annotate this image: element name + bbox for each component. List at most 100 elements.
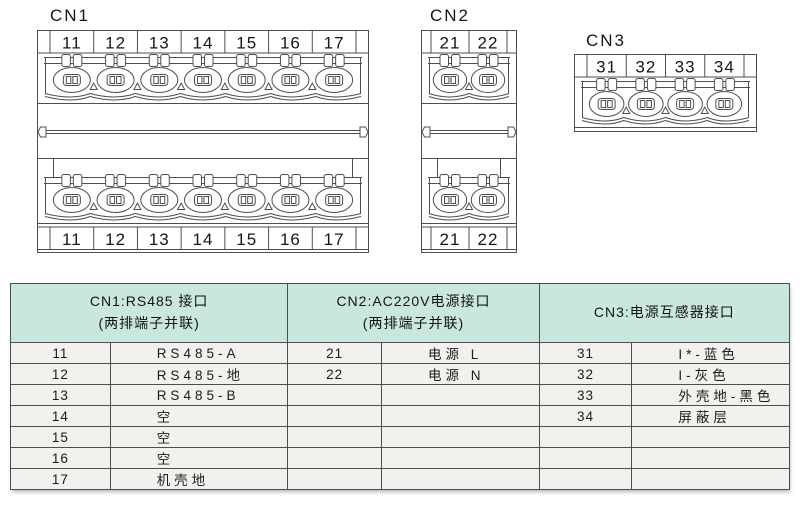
screw-slot-pin <box>685 100 692 108</box>
clamp-tab-icon <box>291 54 301 67</box>
clamp-tab-icon <box>61 54 71 67</box>
clamp-tab-icon <box>477 174 487 187</box>
pin-number-cell <box>539 447 633 468</box>
wavy-edge <box>428 92 510 98</box>
triangle-marker <box>464 201 474 210</box>
screw-slot-pin <box>116 76 122 84</box>
pin-number-cell: 32 <box>539 363 633 384</box>
pin-number-cell: 33 <box>539 384 633 405</box>
terminal-number: 16 <box>280 34 301 53</box>
cn3-title: CN3 <box>586 31 627 50</box>
pin-number-cell <box>288 384 382 405</box>
screw-slot-pin <box>607 100 613 108</box>
clamp-tab-icon <box>596 78 606 91</box>
clamp-tab-icon <box>148 54 159 67</box>
screw-slot-pin <box>65 196 72 204</box>
pin-function-cell: RS485-B <box>110 384 289 405</box>
terminal-number: 22 <box>478 34 499 53</box>
clamp-tab-icon <box>335 174 345 187</box>
screw-slot-pin <box>109 196 116 204</box>
screw-slot-pin <box>153 196 159 204</box>
pin-number-cell <box>288 405 382 426</box>
pin-function-cell: 电源 N <box>381 363 540 384</box>
rail-clip-icon <box>359 126 369 138</box>
screw-slot-pin <box>159 196 166 204</box>
clamp-tab-icon <box>489 54 499 67</box>
pin-function-cell: RS485-A <box>110 342 289 363</box>
clamp-tab-icon <box>204 174 214 187</box>
screw-slot-pin <box>197 196 203 204</box>
pin-function-cell: I-灰色 <box>632 363 790 384</box>
screw-slot-pin <box>328 76 334 84</box>
pin-function-cell: 空 <box>110 405 289 426</box>
pin-function-cell: 电源 L <box>381 342 540 363</box>
connector-outline <box>37 30 369 253</box>
terminal-number: 14 <box>193 230 214 249</box>
clamp-tab-icon <box>61 174 71 187</box>
clamp-tab-icon <box>72 54 83 67</box>
terminal-number: 22 <box>478 230 499 249</box>
pin-number-cell <box>539 426 633 447</box>
pin-function-cell <box>381 405 540 426</box>
clamp-tab-icon <box>72 174 83 187</box>
clamp-tab-icon <box>116 54 127 67</box>
triangle-marker <box>264 81 273 90</box>
rail-clip-icon <box>37 126 47 138</box>
triangle-marker <box>89 81 99 90</box>
pin-function-cell: 空 <box>110 447 289 468</box>
screw-slot-pin <box>159 76 166 84</box>
header-title-line2: (两排端子并联) <box>98 315 200 331</box>
clamp-tab-icon <box>451 54 461 67</box>
clamp-tab-icon <box>204 54 214 67</box>
wavy-edge <box>428 212 510 218</box>
header-title-line1: CN2:AC220V电源接口 <box>336 293 491 310</box>
terminal-number: 12 <box>105 34 126 53</box>
terminal-number: 12 <box>105 230 126 249</box>
screw-slot-pin <box>450 76 456 84</box>
screw-slot-pin <box>65 76 72 84</box>
pin-function-cell: 外壳地-黑色 <box>632 384 790 405</box>
screw-slot-pin <box>488 76 494 84</box>
pin-number-cell: 21 <box>288 342 382 363</box>
rail-clip-icon <box>507 126 517 138</box>
clamp-tab-icon <box>160 54 170 67</box>
triangle-marker <box>464 81 474 90</box>
triangle-marker <box>133 201 142 210</box>
terminal-number: 17 <box>324 230 345 249</box>
clamp-tab-icon <box>686 78 696 91</box>
triangle-marker <box>700 105 710 114</box>
clamp-tab-icon <box>323 174 334 187</box>
clamp-tab-icon <box>477 54 487 67</box>
clamp-tab-icon <box>247 174 258 187</box>
screw-slot-pin <box>679 100 685 108</box>
triangle-marker <box>264 201 273 210</box>
screw-slot-pin <box>153 76 159 84</box>
pin-function-cell <box>381 468 540 489</box>
pin-number-cell <box>539 468 633 489</box>
terminal-number: 34 <box>714 58 735 77</box>
screw-slot-pin <box>72 76 78 84</box>
pin-number-cell: 22 <box>288 363 382 384</box>
pin-number-cell <box>288 468 382 489</box>
screw-slot-pin <box>203 196 209 204</box>
screw-slot-pin <box>488 196 494 204</box>
screw-slot-pin <box>482 196 488 204</box>
pin-number-cell: 11 <box>11 342 111 363</box>
clamp-tab-icon <box>279 174 290 187</box>
screw-slot-pin <box>247 76 253 84</box>
pin-number-cell: 17 <box>11 468 111 489</box>
wavy-edge <box>581 116 750 122</box>
terminal-number: 33 <box>675 58 696 77</box>
pin-function-cell <box>381 447 540 468</box>
terminal-number: 21 <box>440 34 461 53</box>
pin-function-cell <box>632 426 790 447</box>
table-header-cn1: CN1:RS485 接口(两排端子并联) <box>11 284 289 342</box>
clamp-tab-icon <box>116 174 127 187</box>
pin-number-cell: 13 <box>11 384 111 405</box>
pin-number-cell <box>288 426 382 447</box>
pin-number-cell: 34 <box>539 405 633 426</box>
